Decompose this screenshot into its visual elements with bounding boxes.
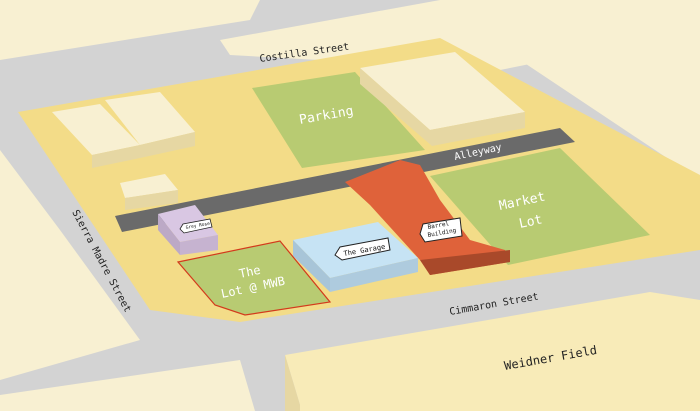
weidner-field-side: [285, 355, 300, 411]
garage-side-front: [330, 258, 418, 292]
grey-rose-sign[interactable]: Grey Rose: [179, 218, 213, 234]
weidner-field[interactable]: [285, 292, 700, 405]
ne-block: [490, 10, 700, 180]
grey-rose-label: Grey Rose: [185, 221, 210, 231]
barrel-building-sign[interactable]: Barrel Building: [419, 217, 463, 243]
building-small: [120, 174, 178, 198]
grey-rose-side-left: [158, 214, 180, 255]
sw-block: [0, 360, 255, 411]
building-nw-1: [52, 104, 140, 155]
market-lot[interactable]: [430, 148, 650, 265]
barrel-label-2: Building: [427, 227, 457, 239]
alleyway: [115, 128, 575, 232]
garage-side-left: [293, 240, 330, 292]
barrel-building-side: [420, 250, 510, 275]
building-small-side: [125, 190, 178, 210]
building-nw-2: [105, 92, 195, 145]
building-ne-side: [360, 68, 525, 146]
nw-block: [0, 0, 260, 60]
market-lot-label-2: Lot: [518, 212, 544, 232]
building-nw-1-side: [92, 145, 140, 168]
lot-mwb-label-1: The: [238, 263, 262, 281]
barrel-building[interactable]: [345, 160, 510, 275]
building-ne: [360, 52, 525, 130]
lot-mwb[interactable]: [176, 240, 332, 316]
weidner-field-front: [300, 330, 700, 411]
building-nw-2-side: [140, 132, 195, 158]
grey-rose-side-front: [180, 235, 218, 255]
barrel-label-1: Barrel: [427, 220, 450, 231]
west-block: [0, 150, 140, 380]
parking-lot[interactable]: [252, 72, 425, 168]
